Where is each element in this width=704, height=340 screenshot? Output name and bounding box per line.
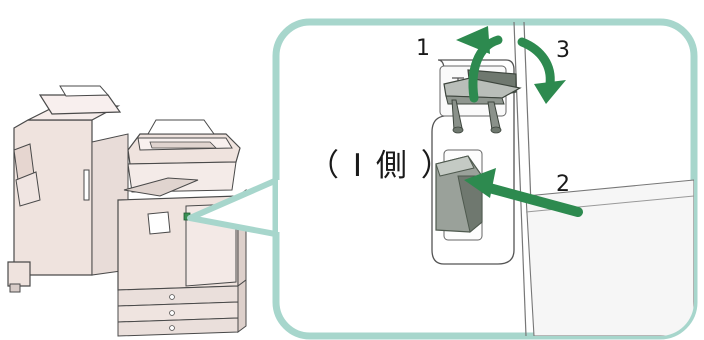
step-1-label: 1 — [416, 36, 430, 61]
step-3-label: 3 — [556, 38, 570, 63]
step-2-label: 2 — [556, 172, 570, 197]
side-label: （ I 側 ） — [308, 140, 454, 185]
